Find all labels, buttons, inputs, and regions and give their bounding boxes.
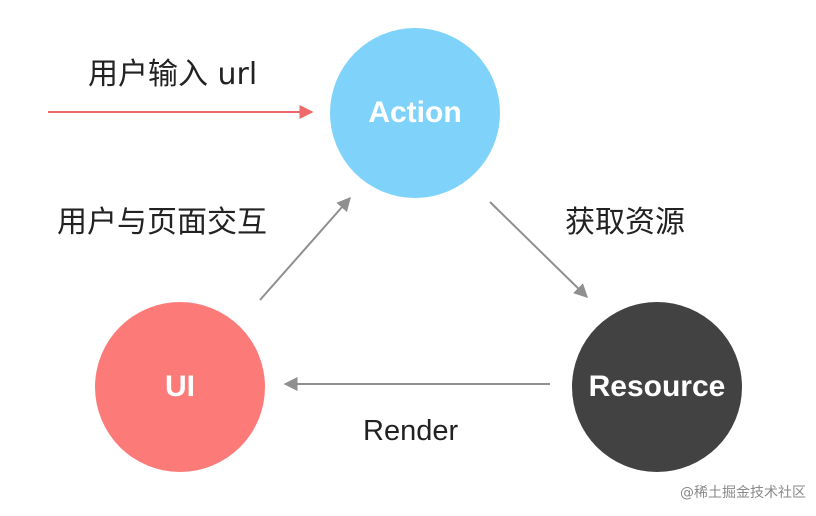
edge-interact-label: 用户与页面交互	[57, 205, 267, 240]
edge-input-label: 用户输入 url	[88, 57, 258, 92]
node-ui-label: UI	[165, 370, 195, 403]
edge-interact-arrow	[259, 196, 351, 301]
node-resource: Resource	[572, 302, 742, 472]
node-action-label: Action	[368, 96, 462, 129]
edge-fetch-label: 获取资源	[565, 205, 685, 240]
edge-render-label: Render	[363, 415, 459, 447]
watermark: @稀土掘金技术社区	[680, 485, 806, 501]
node-ui: UI	[95, 302, 265, 472]
node-action: Action	[330, 28, 500, 198]
edge-fetch-arrow	[489, 201, 589, 298]
node-resource-label: Resource	[588, 370, 726, 403]
